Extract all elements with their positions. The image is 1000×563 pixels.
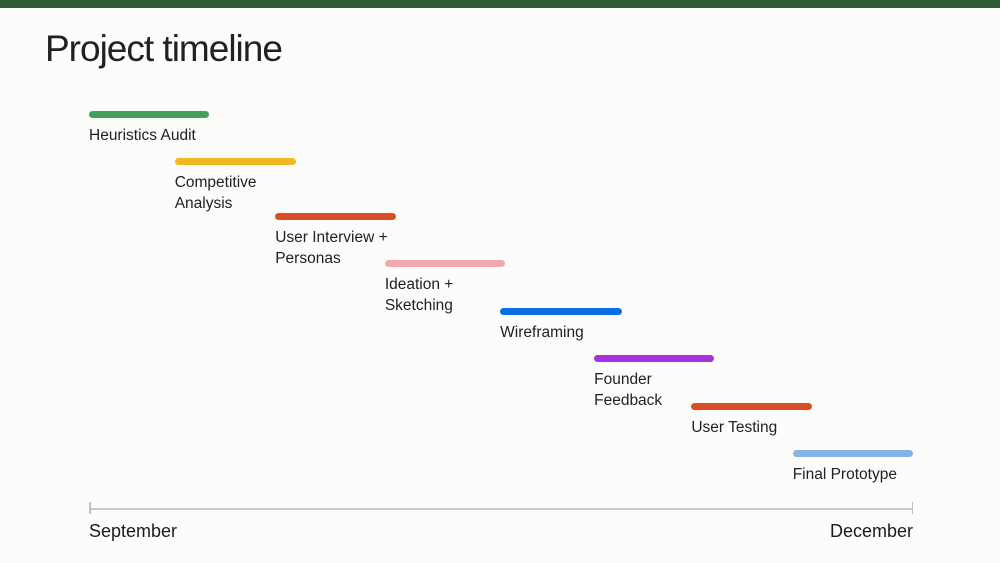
- task-label-line: User Interview +: [275, 229, 388, 246]
- axis-tick-start: [89, 502, 91, 514]
- task-label: Final Prototype: [793, 464, 897, 485]
- task-label-line: Founder: [594, 371, 652, 388]
- task-bar: [89, 111, 210, 118]
- task-label-line: Wireframing: [500, 324, 584, 341]
- task-label: Heuristics Audit: [89, 125, 196, 146]
- task-bar: [275, 213, 397, 220]
- task-label-line: User Testing: [691, 419, 778, 436]
- axis-label-september: September: [89, 521, 178, 541]
- task-bar: [691, 403, 812, 410]
- task-bar: [174, 158, 296, 165]
- task-label-line: Analysis: [174, 195, 233, 212]
- task-bar: [792, 450, 913, 457]
- task-label-line: Final Prototype: [792, 466, 897, 483]
- task-label-line: Ideation +: [384, 276, 454, 293]
- task-bar: [384, 260, 506, 267]
- slide-accent-bar: [0, 0, 1000, 8]
- task-label-line: Feedback: [594, 392, 663, 409]
- slide-title: Project timeline: [45, 28, 283, 69]
- task-label-line: Competitive: [174, 174, 257, 191]
- axis-tick-end: [911, 502, 913, 514]
- timeline-axis-line: [89, 508, 913, 510]
- task-label: User Interview + Personas: [275, 227, 387, 269]
- task-label: Ideation + Sketching: [385, 274, 454, 316]
- task-label: User Testing: [691, 417, 777, 438]
- axis-label-december: December: [829, 521, 913, 541]
- task-label-line: Sketching: [384, 297, 453, 314]
- task-bar: [500, 308, 623, 315]
- task-label-line: Personas: [275, 250, 341, 267]
- task-bar: [594, 355, 715, 362]
- task-label-line: Heuristics Audit: [89, 127, 196, 144]
- task-label: Wireframing: [500, 322, 584, 343]
